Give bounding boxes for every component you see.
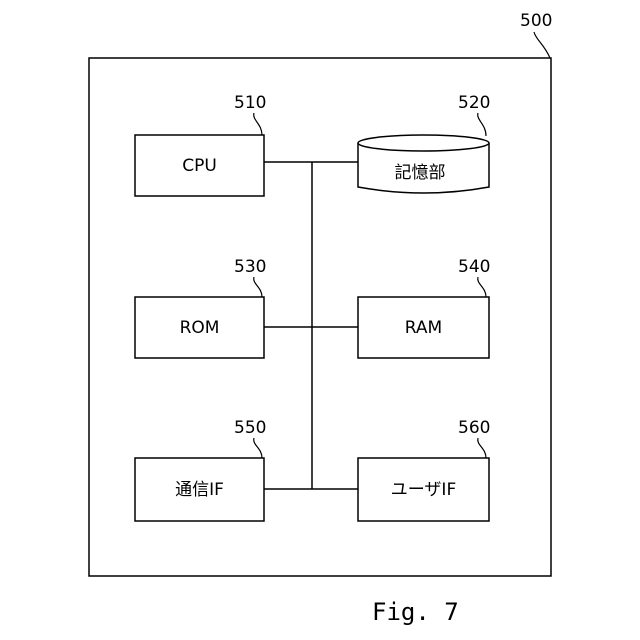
rom-label: ROM: [180, 318, 220, 338]
system-ref-leader: [534, 32, 550, 58]
ram-ref-label: 540: [458, 257, 490, 277]
comm-if-label: 通信IF: [175, 480, 224, 500]
ram-label: RAM: [405, 318, 442, 338]
storage-label: 記憶部: [395, 163, 446, 183]
figure-caption: Fig. 7: [372, 598, 459, 626]
cpu-label: CPU: [182, 156, 217, 176]
cpu-ref-label: 510: [234, 93, 266, 113]
user-if-ref-label: 560: [458, 418, 490, 438]
storage-ref-label: 520: [458, 93, 490, 113]
storage-cylinder-top: [358, 135, 489, 151]
rom-ref-label: 530: [234, 257, 266, 277]
comm-if-ref-label: 550: [234, 418, 266, 438]
user-if-label: ユーザIF: [391, 480, 456, 500]
system-ref-label: 500: [520, 11, 552, 31]
